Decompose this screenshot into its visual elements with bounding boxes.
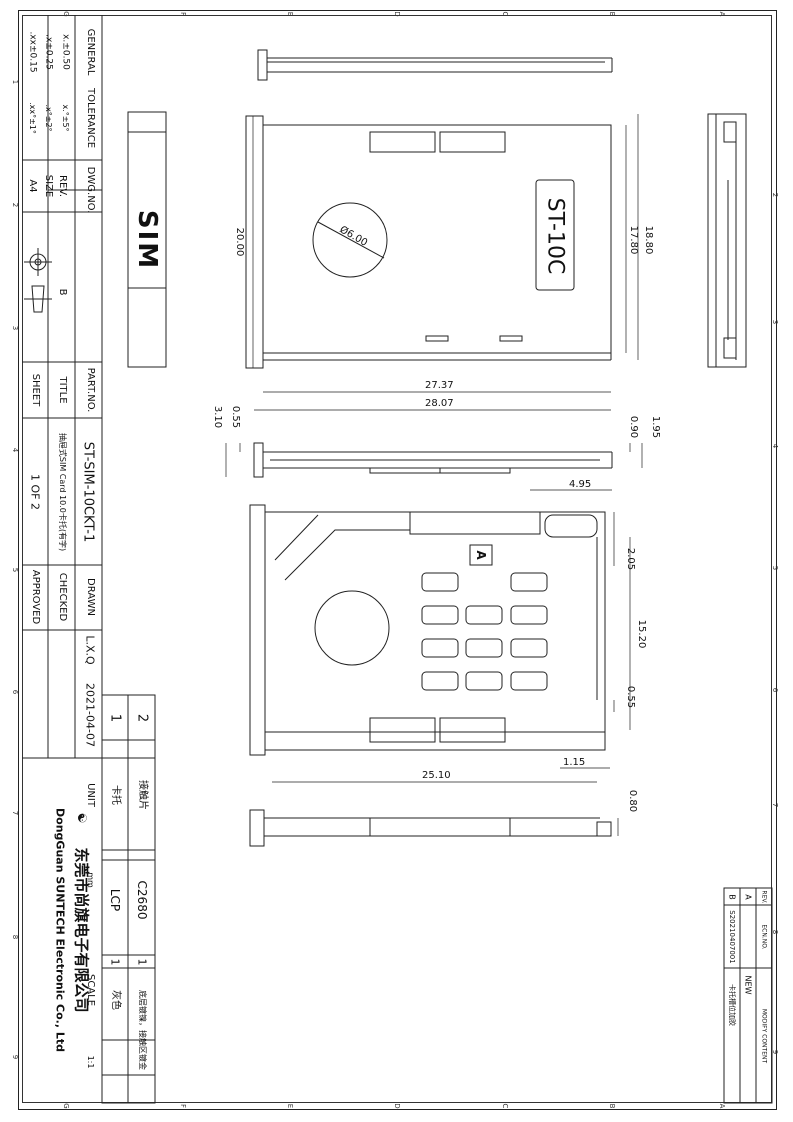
side-view-label: SIM [132,209,162,271]
dim-width-inner: 27.37 [425,380,454,391]
dim-055: 0.55 [625,685,636,709]
dim-thickness-090: 0.90 [628,415,639,439]
middle-edge-view [253,442,613,478]
dim-1520: 15.20 [636,619,647,649]
dim-height-20: 20.00 [234,227,245,257]
right-side-view [707,113,747,368]
dim-height-1780: 17.80 [628,225,639,255]
projection-symbol-icon [24,248,52,313]
sim-side-view [127,111,167,368]
dim-width-outer: 28.07 [425,398,454,409]
dim-thickness-055: 0.55 [230,405,241,429]
drawing-frame-inner [22,15,772,1103]
dim-thickness-310: 3.10 [212,405,223,429]
drawing-frame-outer [18,10,777,1110]
top-edge-view [257,49,613,81]
pad-letter-a: A [474,550,488,560]
dim-thickness-195: 1.95 [650,415,661,439]
dim-height-1880: 18.80 [643,225,654,255]
main-top-view [245,115,612,369]
dim-115: 1.15 [563,757,586,768]
dim-length-495: 4.95 [569,479,592,490]
bottom-detail-view [249,504,606,756]
dim-width-2510: 25.10 [422,770,451,781]
part-marking-text: ST-10C [542,197,568,275]
dim-205: 2.05 [625,547,636,571]
dimension-lines [225,114,643,836]
bottom-edge-view [249,809,612,847]
dim-thickness-080: 0.80 [627,789,638,813]
